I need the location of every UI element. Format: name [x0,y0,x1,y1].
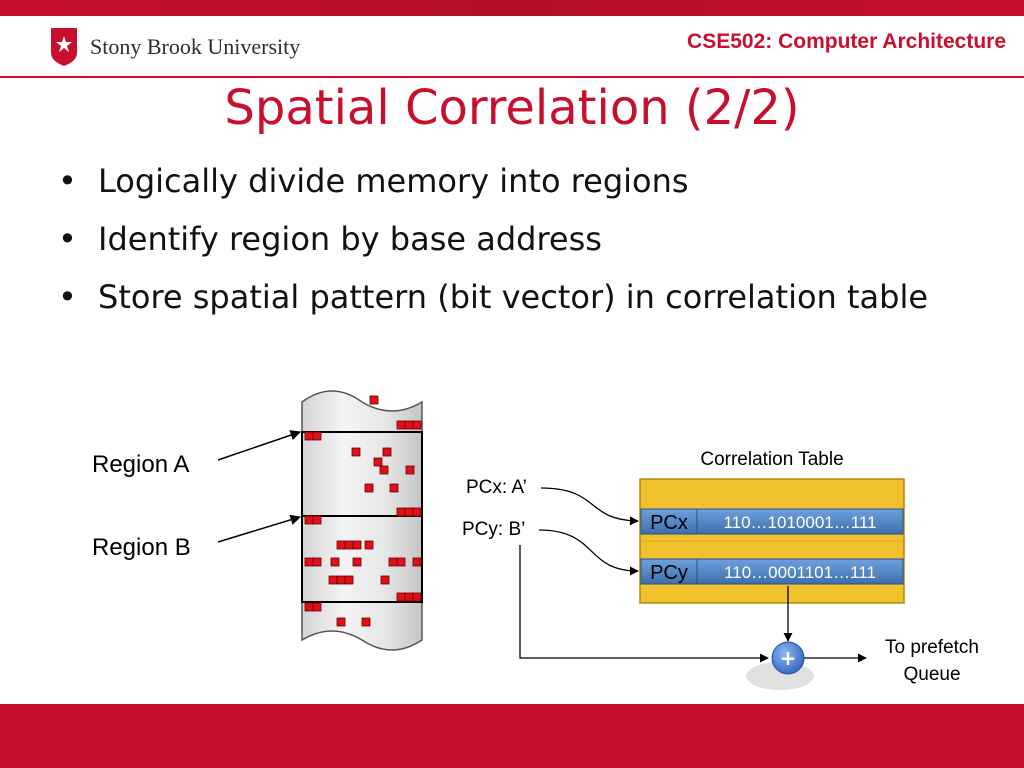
bullet-icon: • [58,162,77,200]
slide-title: Spatial Correlation (2/2) [224,80,800,136]
region-b-arrow [217,514,302,543]
memory-block [352,557,362,567]
memory-block [364,483,374,493]
output-label-line2: Queue [903,664,960,685]
header-divider [0,76,1024,78]
memory-block [361,617,371,627]
pc-cell-label: PCx [650,512,688,534]
memory-block [336,540,346,550]
table-row: PCx 110…1010001…111 [640,508,904,535]
university-logo: Stony Brook University [50,26,300,68]
correlation-table-title: Correlation Table [700,449,843,470]
memory-block [328,575,338,585]
memory-block [304,602,314,612]
memory-block [389,483,399,493]
bullet-icon: • [58,220,77,258]
base-address-line [519,545,769,663]
bullet-item: • Logically divide memory into regions [58,156,928,214]
memory-block [412,557,422,567]
bit-vector-cell [696,508,904,535]
pc-cell [640,558,698,585]
memory-block [396,592,406,602]
memory-block [336,575,346,585]
memory-block [396,557,406,567]
memory-block [412,507,422,517]
memory-block [382,447,392,457]
memory-blocks [304,395,422,627]
bit-vector-cell [696,558,904,585]
memory-block [369,395,379,405]
pcx-query-label: PCx: A’ [466,477,527,498]
memory-block [304,557,314,567]
adder-symbol: + [780,646,797,670]
region-b-label: Region B [92,534,191,561]
region-b-box [301,515,423,603]
memory-block [404,592,414,602]
pcy-query-label: PCy: B’ [462,519,525,540]
output-label-line1: To prefetch [885,637,979,658]
bullet-list: • Logically divide memory into regions • I… [58,156,928,330]
memory-strip [301,390,423,651]
memory-block [312,515,322,525]
course-title: CSE502: Computer Architecture [687,30,1006,53]
memory-block [405,465,415,475]
memory-block [396,420,406,430]
bullet-text: Logically divide memory into regions [98,162,689,200]
memory-block [351,447,361,457]
memory-block [352,540,362,550]
memory-block [373,457,383,467]
region-a-arrow [217,430,301,461]
bit-vector-label: 110…1010001…111 [723,513,876,532]
bullet-item: • Store spatial pattern (bit vector) in c… [58,272,928,330]
top-accent-bar [0,0,1024,16]
bullet-text: Store spatial pattern (bit vector) in co… [98,278,929,316]
memory-block [312,431,322,441]
memory-block [364,540,374,550]
memory-block [380,575,390,585]
memory-block [344,540,354,550]
memory-block [304,431,314,441]
bullet-item: • Identify region by base address [58,214,928,272]
pc-cell-label: PCy [650,562,688,584]
footer-bar [0,704,1024,768]
memory-block [330,557,340,567]
memory-block [336,617,346,627]
pcy-lookup-arrow [538,529,639,576]
region-a-label: Region A [92,451,189,478]
university-name: Stony Brook University [90,34,301,59]
memory-block [388,557,398,567]
memory-block [304,515,314,525]
bullet-icon: • [58,278,77,316]
memory-block [412,420,422,430]
memory-block [404,420,414,430]
pc-cell [640,508,698,535]
memory-block [412,592,422,602]
bullet-text: Identify region by base address [98,220,602,258]
memory-block [396,507,406,517]
pcx-lookup-arrow [540,487,639,526]
memory-block [312,602,322,612]
memory-block [404,507,414,517]
memory-block [379,465,389,475]
shield-icon [51,28,77,66]
bit-vector-label: 110…0001101…111 [724,563,876,582]
memory-block [344,575,354,585]
table-row: PCy 110…0001101…111 [640,558,904,585]
memory-block [312,557,322,567]
